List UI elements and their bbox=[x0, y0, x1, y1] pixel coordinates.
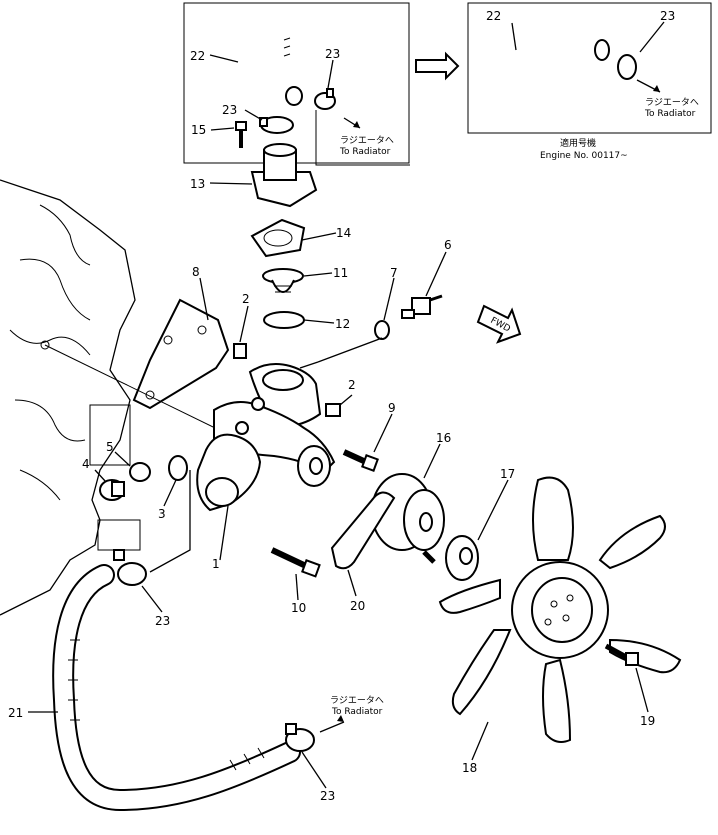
callout-17: 17 bbox=[500, 467, 515, 481]
temperature-sensor-6 bbox=[401, 294, 443, 319]
new-hose-frame bbox=[467, 2, 712, 134]
callout-7: 7 bbox=[390, 266, 398, 280]
callout-23-mid: 23 bbox=[222, 103, 237, 117]
callout-6: 6 bbox=[444, 238, 452, 252]
callout-2-right: 2 bbox=[348, 378, 356, 392]
clamp-23-new bbox=[617, 54, 637, 80]
bottom-radiator-note-en: To Radiator bbox=[331, 707, 383, 717]
washer-7 bbox=[374, 320, 390, 340]
callout-19: 19 bbox=[640, 714, 655, 728]
bolt-9 bbox=[342, 449, 379, 472]
callout-11: 11 bbox=[333, 266, 348, 280]
gasket-8 bbox=[132, 298, 230, 410]
fwd-arrow: FWD bbox=[476, 304, 522, 344]
bolt-19 bbox=[604, 643, 639, 666]
ring-12 bbox=[263, 311, 305, 329]
engine-block-outline bbox=[0, 179, 141, 616]
callout-23-old: 23 bbox=[325, 47, 340, 61]
top-radiator-note-en: To Radiator bbox=[339, 147, 391, 157]
callout-22-old: 22 bbox=[190, 49, 205, 63]
callout-3: 3 bbox=[158, 507, 166, 521]
hose-22-old bbox=[251, 9, 303, 106]
callout-5: 5 bbox=[106, 440, 114, 454]
inset-radiator-note-jp: ラジエータへ bbox=[645, 97, 699, 108]
plug-4 bbox=[99, 479, 125, 501]
bottom-radiator-note-jp: ラジエータへ bbox=[330, 695, 384, 706]
v-belt-20 bbox=[330, 491, 396, 570]
bolt-10 bbox=[270, 547, 321, 578]
callout-21: 21 bbox=[8, 706, 23, 720]
pulley-16 bbox=[371, 473, 445, 564]
inset-radiator-note-en: To Radiator bbox=[644, 109, 696, 119]
callout-18: 18 bbox=[462, 761, 477, 775]
washer-5 bbox=[129, 462, 151, 482]
hose-21 bbox=[52, 564, 301, 812]
gasket-14 bbox=[250, 218, 306, 258]
callout-12: 12 bbox=[335, 317, 350, 331]
callout-15: 15 bbox=[191, 123, 206, 137]
callout-4: 4 bbox=[82, 457, 90, 471]
clamp-23-lower-left bbox=[113, 549, 147, 586]
callout-23-lower-left: 23 bbox=[155, 614, 170, 628]
leader-lines bbox=[28, 21, 665, 789]
callout-13: 13 bbox=[190, 177, 205, 191]
top-radiator-note-jp: ラジエータへ bbox=[340, 135, 394, 146]
water-pump-body-1 bbox=[196, 363, 336, 512]
hose-22-new bbox=[476, 39, 610, 128]
fan-18 bbox=[438, 476, 682, 743]
callout-9: 9 bbox=[388, 401, 396, 415]
o-ring-3 bbox=[168, 455, 188, 481]
thermostat-11 bbox=[262, 268, 304, 293]
callout-10: 10 bbox=[291, 601, 306, 615]
callout-23-new: 23 bbox=[660, 9, 675, 23]
bolt-15 bbox=[235, 121, 247, 148]
callout-22-new: 22 bbox=[486, 9, 501, 23]
callout-16: 16 bbox=[436, 431, 451, 445]
clamp-23-old bbox=[314, 88, 336, 110]
callout-23-lower-right: 23 bbox=[320, 789, 335, 803]
plug-2-right bbox=[325, 403, 341, 417]
callout-14: 14 bbox=[336, 226, 351, 240]
callout-2-upper: 2 bbox=[242, 292, 250, 306]
applicable-note-jp: 適用号機 bbox=[560, 137, 596, 149]
replacement-arrow bbox=[415, 51, 460, 81]
callout-8: 8 bbox=[192, 265, 200, 279]
thermostat-cover-13 bbox=[250, 143, 318, 208]
callout-1: 1 bbox=[212, 557, 220, 571]
spacer-17 bbox=[445, 535, 479, 581]
callout-20: 20 bbox=[350, 599, 365, 613]
clamp-23-mid bbox=[259, 116, 294, 134]
clamp-23-lower-right bbox=[285, 723, 315, 752]
applicable-note-en: Engine No. 00117~ bbox=[540, 151, 628, 161]
callout-labels: 22 23 23 15 13 22 23 14 11 12 8 2 7 6 2 … bbox=[8, 9, 675, 803]
plug-2-upper bbox=[233, 343, 247, 359]
